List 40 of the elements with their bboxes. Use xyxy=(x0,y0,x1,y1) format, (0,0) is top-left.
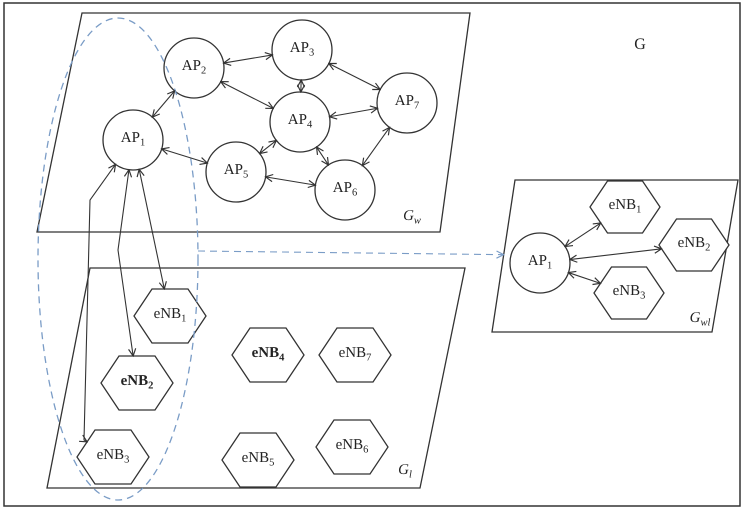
node-label: eNB$_{3}$ xyxy=(96,448,130,466)
arrow xyxy=(564,222,602,248)
node-label: eNB$_{2}$ xyxy=(120,374,154,392)
node-label: eNB$_{5}$ xyxy=(242,451,274,469)
node-label: AP$_{2}$ xyxy=(182,59,206,77)
arrow xyxy=(78,164,116,442)
arrow xyxy=(220,81,274,109)
node-label: AP$_{3}$ xyxy=(290,41,314,59)
arrow xyxy=(569,245,662,263)
node-label: AP$_{4}$ xyxy=(288,113,312,131)
node-label: eNB$_{3}$ xyxy=(612,284,646,302)
node-label: AP$_{1}$ xyxy=(528,254,552,272)
plane-label: G$_{w}$ xyxy=(403,209,421,227)
node-label: AP$_{6}$ xyxy=(332,181,358,199)
node-label: eNB$_{1}$ xyxy=(154,307,186,325)
node-label: AP$_{5}$ xyxy=(224,163,248,181)
arrow xyxy=(117,169,136,357)
arrow xyxy=(328,105,378,120)
arrow xyxy=(316,146,330,166)
arrow xyxy=(136,168,167,290)
plane-label: G$_{wl}$ xyxy=(690,311,710,329)
node-label: AP$_{1}$ xyxy=(120,131,146,149)
node-label: eNB$_{2}$ xyxy=(678,236,710,254)
arrow xyxy=(161,147,208,165)
node-label: eNB$_{7}$ xyxy=(338,346,372,364)
arrow xyxy=(152,90,176,118)
plane-label: G$_{l}$ xyxy=(398,463,412,481)
node-label: AP$_{7}$ xyxy=(394,94,420,112)
node-label: eNB$_{6}$ xyxy=(336,438,368,456)
graph-label: G xyxy=(634,37,646,53)
arrow xyxy=(296,79,306,93)
arrow xyxy=(568,270,602,286)
arrow xyxy=(259,140,277,154)
arrow xyxy=(198,250,504,259)
arrow xyxy=(362,126,390,166)
arrow xyxy=(264,174,316,188)
arrow xyxy=(222,52,274,66)
node-label: eNB$_{4}$ xyxy=(252,346,284,364)
arrow xyxy=(328,62,381,90)
node-label: eNB$_{1}$ xyxy=(608,198,642,216)
